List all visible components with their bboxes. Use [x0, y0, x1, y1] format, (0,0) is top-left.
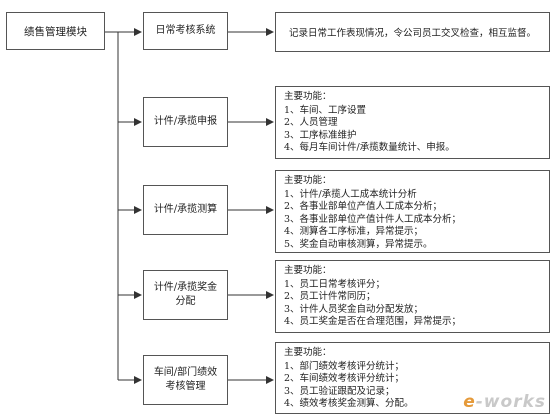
desc-item: 1、计件/承揽人工成本统计分析: [284, 188, 417, 200]
branch-node-piecework-report: 计件/承揽申报: [143, 97, 228, 147]
watermark-rest: -works: [475, 392, 546, 412]
root-node: 绩售管理模块: [6, 12, 105, 50]
desc-title: 主要功能：: [284, 175, 332, 186]
desc-item: 3、员工验证跟配及记录；: [284, 385, 395, 397]
branch-node-bonus-distribution: 计件/承揽奖金分配: [143, 270, 228, 320]
desc-item: 3、工序标准维护: [284, 129, 357, 141]
desc-title: 主要功能：: [284, 347, 332, 358]
desc-item: 2、员工计件常同历；: [284, 291, 376, 303]
branch-node-piecework-calc: 计件/承揽测算: [143, 185, 228, 235]
desc-title: 主要功能：: [284, 91, 332, 102]
desc-node-performance-management: 主要功能： 1、部门绩效考核评分统计； 2、车间绩效考核评分统计； 3、员工验证…: [275, 342, 550, 414]
branch-label: 日常考核系统: [155, 25, 216, 36]
watermark-logo: e-works: [463, 392, 546, 412]
desc-node-bonus-distribution: 主要功能： 1、员工日常考核评分； 2、员工计件常同历； 3、计件人员奖金自动分…: [275, 260, 550, 333]
watermark-prefix: e: [463, 392, 476, 412]
desc-item: 1、员工日常考核评分；: [284, 278, 386, 290]
desc-item: 5、奖金自动审核测算，异常提示。: [284, 238, 433, 250]
desc-item: 4、每月车间计件/承揽数量统计、申报。: [284, 142, 455, 154]
root-label: 绩售管理模块: [24, 25, 87, 38]
branch-label: 计件/承揽申报: [153, 116, 218, 127]
desc-item: 3、计件人员奖金自动分配发放；: [284, 303, 424, 315]
desc-item: 1、部门绩效考核评分统计；: [284, 360, 405, 372]
branch-label: 计件/承揽测算: [153, 204, 218, 215]
desc-item: 2、人员管理: [284, 117, 338, 129]
desc-title: 主要功能：: [284, 265, 332, 276]
desc-item: 2、各事业部单位产值人工成本分析；: [284, 201, 443, 213]
desc-item: 4、测算各工序标准，异常提示；: [284, 226, 424, 238]
branch-node-daily-assessment: 日常考核系统: [143, 12, 228, 50]
desc-node-piecework-report: 主要功能： 1、车间、工序设置 2、人员管理 3、工序标准维护 4、每月车间计件…: [275, 86, 550, 159]
desc-item: 4、员工奖金是否在合理范围，异常提示；: [284, 316, 462, 328]
desc-item: 1、车间、工序设置: [284, 104, 367, 116]
desc-item: 2、车间绩效考核评分统计；: [284, 373, 405, 385]
branch-label: 车间/部门绩效考核管理: [153, 367, 218, 392]
desc-item: 4、绩效考核奖金测算、分配。: [284, 398, 414, 410]
branch-node-performance-management: 车间/部门绩效考核管理: [143, 355, 228, 405]
branch-label: 计件/承揽奖金分配: [153, 282, 218, 307]
desc-node-daily-assessment: 记录日常工作表现情况，令公司员工交叉检查，相互监督。: [275, 12, 550, 52]
desc-node-piecework-calc: 主要功能： 1、计件/承揽人工成本统计分析 2、各事业部单位产值人工成本分析； …: [275, 170, 550, 253]
desc-item: 3、各事业部单位产值计件人工成本分析；: [284, 213, 462, 225]
desc-text: 记录日常工作表现情况，令公司员工交叉检查，相互监督。: [288, 28, 536, 39]
